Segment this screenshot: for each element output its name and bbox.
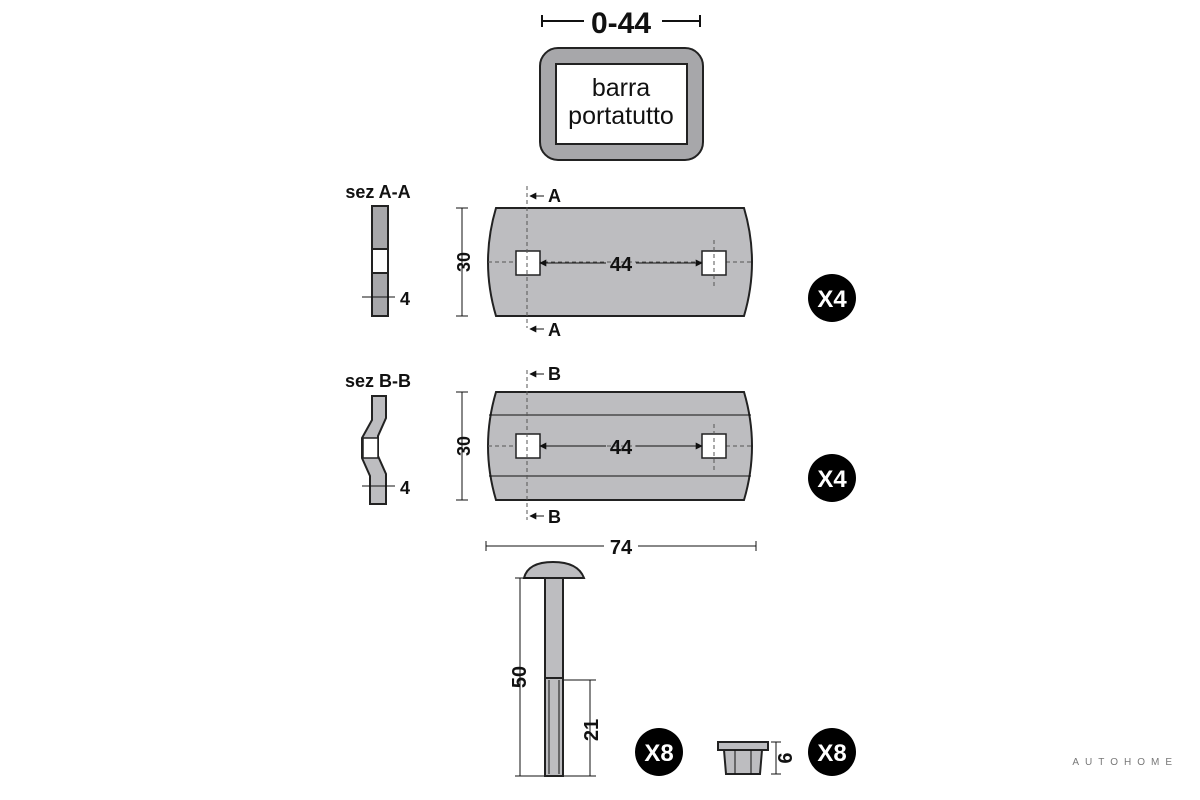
plate-a-cut-bottom: A (548, 320, 561, 340)
bolt-length: 50 (509, 666, 531, 688)
range-label: 0-44 (591, 7, 651, 40)
bolt-quantity-badge: X8 (635, 728, 683, 776)
plate-b-hole-spacing: 44 (610, 437, 633, 459)
plate-b-quantity-badge: X4 (808, 454, 856, 502)
plate-a-cut-top: A (548, 186, 561, 206)
section-b-title: sez B-B (345, 371, 411, 391)
plate-a-height: 30 (454, 252, 474, 272)
plate-a-quantity-badge: X4 (808, 274, 856, 322)
nut: 9 (717, 741, 795, 775)
plate-b: 30 44 B B (454, 364, 753, 527)
plate-a: 30 44 A A (454, 186, 753, 340)
bolt-quantity: X8 (644, 740, 673, 767)
plate-b-height: 30 (454, 436, 474, 456)
plate-b-cut-top: B (548, 364, 561, 384)
watermark: AUTOHOME (1072, 757, 1178, 768)
overall-length-dimension: 74 (485, 537, 757, 559)
nut-quantity: X8 (817, 740, 846, 767)
bar-label-line1: barra (592, 74, 650, 102)
plate-b-cut-bottom: B (548, 507, 561, 527)
nut-height: 9 (773, 752, 795, 763)
section-a-thickness: 4 (400, 289, 410, 309)
plate-a-quantity: X4 (817, 286, 847, 313)
section-b-thickness: 4 (400, 478, 410, 498)
section-a-title: sez A-A (345, 182, 410, 202)
plate-b-quantity: X4 (817, 466, 847, 493)
section-a-profile: sez A-A 4 (345, 182, 411, 317)
nut-quantity-badge: X8 (808, 728, 856, 776)
carriage-bolt: 50 21 (509, 560, 603, 777)
range-dimension: 0-44 (541, 7, 701, 40)
bar-label-line2: portatutto (568, 102, 674, 130)
bar-section: barra portatutto (539, 47, 704, 161)
bolt-thread-length: 21 (581, 719, 603, 741)
overall-length: 74 (610, 537, 633, 559)
section-b-profile: sez B-B 4 (345, 371, 411, 505)
plate-a-hole-spacing: 44 (610, 254, 633, 276)
